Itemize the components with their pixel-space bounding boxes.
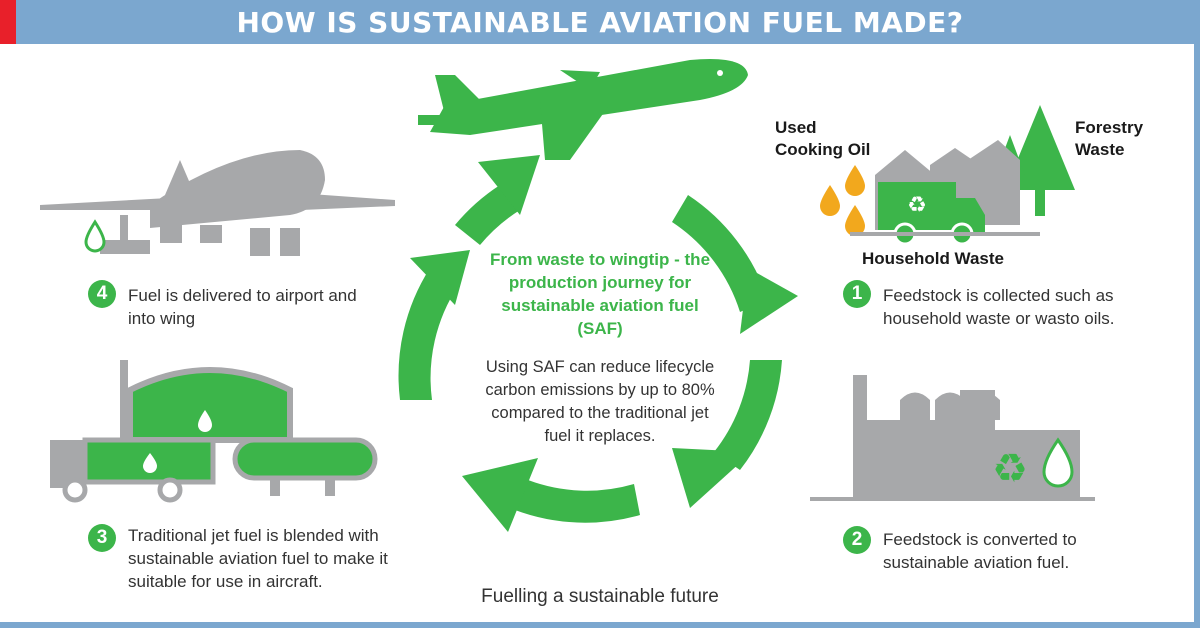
page-title: HOW IS SUSTAINABLE AVIATION FUEL MADE? bbox=[236, 6, 964, 39]
step-4-text: Fuel is delivered to airport and into wi… bbox=[128, 286, 357, 328]
right-border bbox=[1194, 44, 1200, 628]
step-2-text: Feedstock is converted to sustainable av… bbox=[883, 530, 1077, 572]
fuel-truck-icon bbox=[50, 437, 216, 503]
household-waste-label: Household Waste bbox=[862, 249, 1004, 268]
center-title: From waste to wingtip - the production j… bbox=[489, 250, 711, 338]
fuel-tank-icon bbox=[120, 360, 378, 496]
airplane-grey-icon bbox=[40, 150, 395, 256]
step-1-text: Feedstock is collected such as household… bbox=[883, 286, 1115, 328]
recycle-icon: ♻ bbox=[992, 446, 1028, 492]
airplane-green-icon bbox=[418, 59, 748, 160]
svg-text:♻: ♻ bbox=[907, 193, 927, 218]
step-3-text: Traditional jet fuel is blended with sus… bbox=[128, 526, 388, 591]
footer-tagline: Fuelling a sustainable future bbox=[481, 586, 719, 607]
step-4-badge: 4 bbox=[88, 280, 116, 308]
forestry-waste-label: Forestry Waste bbox=[1075, 118, 1144, 159]
center-body: Using SAF can reduce lifecycle carbon em… bbox=[485, 358, 715, 445]
oil-drop-icon bbox=[820, 165, 865, 236]
header-bar bbox=[0, 0, 1200, 44]
fuel-drop-icon bbox=[1042, 437, 1074, 488]
used-cooking-oil-label: Used Cooking Oil bbox=[775, 118, 871, 159]
header-accent bbox=[0, 0, 16, 44]
cycle-arrow-icon bbox=[398, 155, 798, 532]
step-2-badge: 2 bbox=[843, 526, 871, 554]
ground-line bbox=[850, 232, 1040, 236]
bottom-border bbox=[0, 622, 1200, 628]
factory-icon bbox=[810, 375, 1095, 501]
step-3-badge: 3 bbox=[88, 524, 116, 552]
fuel-drop-icon bbox=[84, 219, 106, 253]
step-1-badge: 1 bbox=[843, 280, 871, 308]
